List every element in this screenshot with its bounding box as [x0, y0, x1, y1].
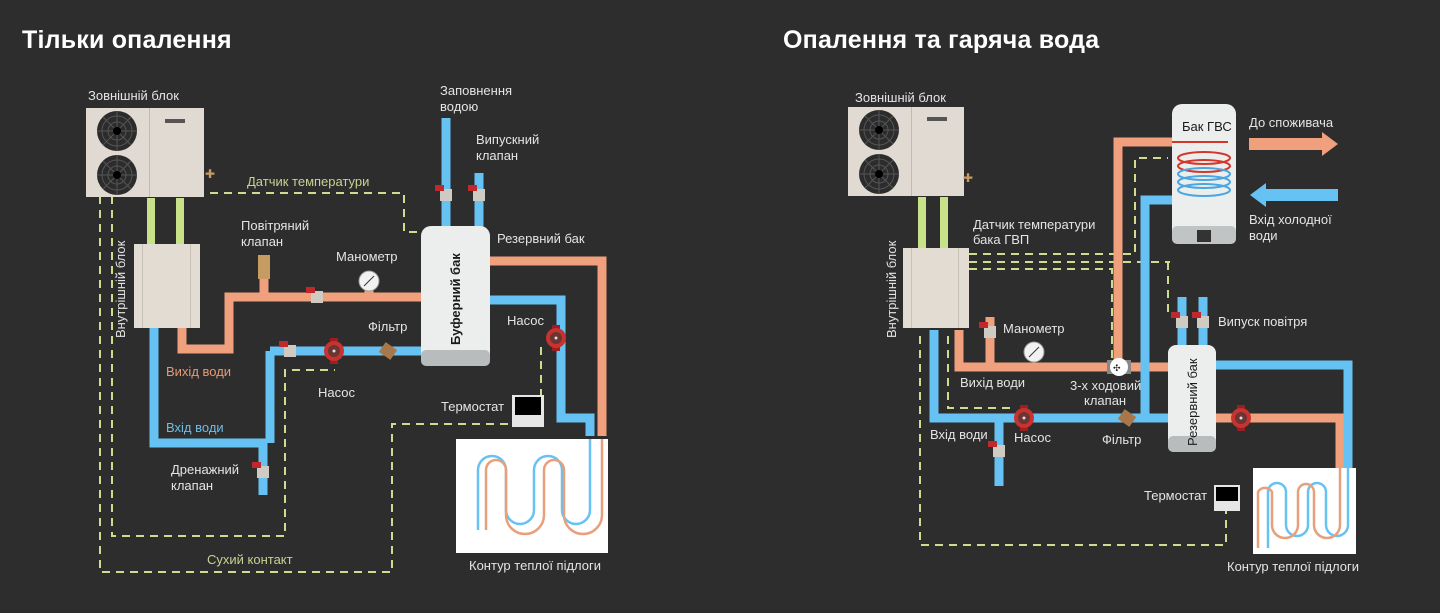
right-main-pump-icon [1014, 405, 1034, 431]
right-outdoor-unit-label: Зовнішній блок [855, 90, 946, 105]
outlet-valve-label-2: клапан [476, 148, 518, 163]
svg-text:✣: ✣ [1113, 363, 1121, 373]
left-floor-circuit-label: Контур теплої підлоги [469, 558, 601, 573]
left-outdoor-unit: Зовнішній блок [86, 88, 204, 197]
right-floor-heating-circuit: Контур теплої підлоги [1227, 468, 1359, 574]
left-thermostat-label: Термостат [441, 399, 504, 414]
water-fill-label-2: водою [440, 99, 479, 114]
right-sensor-fittings-icon: ✚ [963, 171, 973, 185]
left-filter-label: Фільтр [368, 319, 407, 334]
right-water-out-label: Вихід води [960, 375, 1025, 390]
dhw-sensor-label-2: бака ГВП [973, 232, 1029, 247]
left-outdoor-unit-label: Зовнішній блок [88, 88, 179, 103]
drain-valve-label-1: Дренажний [171, 462, 239, 477]
right-refrigerant-pipe-1 [918, 197, 926, 249]
dry-contact-label: Сухий контакт [207, 552, 293, 567]
left-diagram-title: Тільки опалення [22, 26, 232, 54]
right-pump-label: Насос [1014, 430, 1051, 445]
air-valve-label-2: клапан [241, 234, 283, 249]
left-main-pump-icon [324, 338, 344, 364]
right-refrigerant-pipe-2 [940, 197, 948, 249]
left-signal-wires [99, 192, 542, 573]
left-water-in-label: Вхід води [166, 420, 224, 435]
right-water-in-label: Вхід води [930, 427, 988, 442]
left-cold-pipes [149, 118, 595, 495]
left-sensor-fittings-icon: ✚ [205, 167, 215, 181]
right-filter-icon [1117, 409, 1137, 427]
right-floor-circuit-label: Контур теплої підлоги [1227, 559, 1359, 574]
left-buffer-tank: Буферний бак [421, 226, 490, 366]
left-diagram: Зовнішній блок ✚ Внутрішній блок Буферни… [86, 83, 608, 573]
left-floor-heating-circuit: Контур теплої підлоги [456, 439, 608, 573]
right-reserve-tank-label: Резервний бак [1185, 358, 1200, 446]
right-diagram: Зовнішній блок ✚ Внутрішній блок Бак ГВС [848, 90, 1359, 574]
outlet-valve-label-1: Випускний [476, 132, 539, 147]
right-cold-pipes [929, 195, 1353, 486]
right-thermostat [1214, 485, 1240, 511]
dhw-tank-label: Бак ГВС [1182, 119, 1232, 134]
right-floor-pump-icon [1231, 405, 1251, 431]
to-consumer-label: До споживача [1249, 115, 1334, 130]
left-floor-pump-label: Насос [507, 313, 544, 328]
three-way-valve-icon: ✣ [1107, 358, 1131, 376]
right-indoor-unit: Внутрішній блок [884, 240, 969, 338]
left-water-out-label: Вихід води [166, 364, 231, 379]
right-indoor-unit-label: Внутрішній блок [884, 240, 899, 338]
dhw-tank: Бак ГВС [1172, 104, 1236, 244]
right-manometer-label: Манометр [1003, 321, 1065, 336]
reserve-tank-label: Резервний бак [497, 231, 585, 246]
left-indoor-unit: Внутрішній блок [113, 240, 200, 338]
left-filter-icon [378, 342, 398, 360]
manometer-label: Манометр [336, 249, 398, 264]
left-indoor-unit-label: Внутрішній блок [113, 240, 128, 338]
left-refrigerant-pipe-2 [176, 198, 184, 244]
buffer-tank-label: Буферний бак [448, 253, 463, 345]
right-signal-wires [919, 157, 1227, 546]
left-temp-sensor-label: Датчик температури [247, 174, 369, 189]
cold-water-in-arrow-icon [1250, 183, 1338, 207]
right-diagram-title: Опалення та гаряча вода [783, 26, 1100, 54]
left-main-pump-label: Насос [318, 385, 355, 400]
air-release-label: Випуск повітря [1218, 314, 1307, 329]
three-way-valve-label-2: клапан [1084, 393, 1126, 408]
right-reserve-tank: Резервний бак [1168, 345, 1216, 452]
three-way-valve-label-1: 3-х ходовий [1070, 378, 1141, 393]
hot-water-out-arrow-icon [1249, 132, 1338, 156]
right-hot-pipes [954, 137, 1345, 468]
right-filter-label: Фільтр [1102, 432, 1141, 447]
dhw-sensor-label-1: Датчик температури [973, 217, 1095, 232]
left-hot-pipes [177, 256, 607, 436]
right-thermostat-label: Термостат [1144, 488, 1207, 503]
air-valve-icon [258, 255, 270, 279]
cold-in-label-2: води [1249, 228, 1278, 243]
air-valve-label-1: Повітряний [241, 218, 309, 233]
left-thermostat [512, 395, 544, 427]
cold-in-label-1: Вхід холодної [1249, 212, 1332, 227]
drain-valve-label-2: клапан [171, 478, 213, 493]
right-outdoor-unit: Зовнішній блок [848, 90, 964, 196]
water-fill-label-1: Заповнення [440, 83, 512, 98]
left-refrigerant-pipe-1 [147, 198, 155, 244]
dhw-coil [1172, 141, 1231, 197]
